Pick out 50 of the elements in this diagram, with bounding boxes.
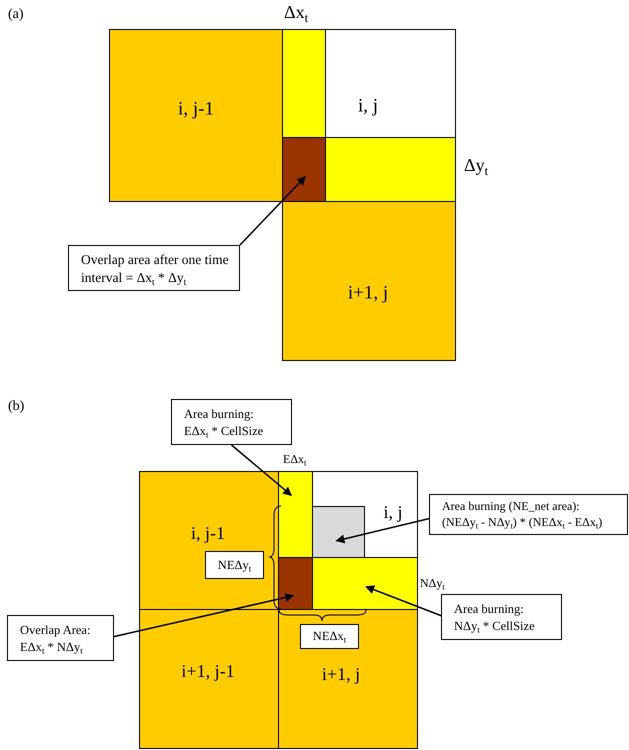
callout-text: EΔx$_{t}$ * CellSize (184, 422, 264, 439)
callout-text: (NEΔy$_{t}$ - NΔy$_{t}$) * (NEΔx$_{t}$ - EΔx$_{t}$) (442, 515, 604, 531)
cell-label: i, j-1 (178, 100, 214, 120)
callout-text: Overlap area after one time interval = Δx$_{t}$ * Δy$_{t}$ (81, 250, 230, 286)
grid-cell (109, 29, 283, 202)
label-box (300, 624, 359, 649)
grid-cell (282, 29, 456, 202)
annotation-label: NΔy$_{t}$ (420, 577, 445, 590)
callout-heading: Area burning: (454, 601, 525, 618)
net-area-square (312, 506, 365, 558)
burning-strip (282, 29, 326, 138)
overlap-square (278, 557, 313, 610)
callout-box (68, 245, 240, 291)
callout-heading: Overlap Area: (20, 622, 92, 638)
grid-cell (139, 609, 279, 749)
burning-strip (312, 557, 418, 610)
leader-arrow (336, 518, 430, 544)
cell-label: i+1, j-1 (181, 662, 235, 682)
callout-box (429, 494, 628, 535)
leader-arrow (239, 176, 306, 246)
cell-label: i, j (384, 503, 402, 523)
tag-label: NEΔy$_{t}$ (218, 558, 252, 572)
callout-text: NΔy$_{t}$ * CellSize (454, 618, 536, 634)
callout-heading: Area burning: (184, 406, 255, 422)
annotation-label: EΔx$_{t}$ (283, 453, 306, 466)
cell-label: i+1, j (348, 284, 388, 304)
callout-box (171, 399, 292, 445)
callout-text: EΔx$_{t}$ * NΔy$_{t}$ (20, 638, 84, 655)
annotation-label: Δy$_{t}$ (464, 156, 488, 176)
burning-strip (278, 471, 313, 558)
leader-arrow (231, 444, 292, 496)
grid-cell (278, 471, 418, 610)
cell-label: i, j-1 (191, 524, 225, 544)
annotation-label: (b) (8, 399, 24, 414)
annotation-label: (a) (8, 7, 24, 22)
label-box (205, 551, 264, 579)
callout-heading: Area burning (NE_net area): (442, 499, 581, 515)
callout-box (7, 615, 114, 661)
annotation-label: Δx$_{t}$ (284, 3, 308, 23)
grid-cell (278, 609, 418, 749)
leader-arrow (365, 585, 442, 616)
cell-label: i, j (358, 96, 378, 118)
callout-box (441, 594, 562, 640)
grid-cell (139, 471, 279, 610)
tag-label: NEΔx$_{t}$ (312, 629, 346, 644)
leader-arrow (114, 593, 294, 638)
overlap-square (282, 137, 326, 202)
grid-cell (282, 201, 456, 361)
cell-label: i+1, j (322, 665, 360, 685)
burning-strip (325, 137, 456, 202)
